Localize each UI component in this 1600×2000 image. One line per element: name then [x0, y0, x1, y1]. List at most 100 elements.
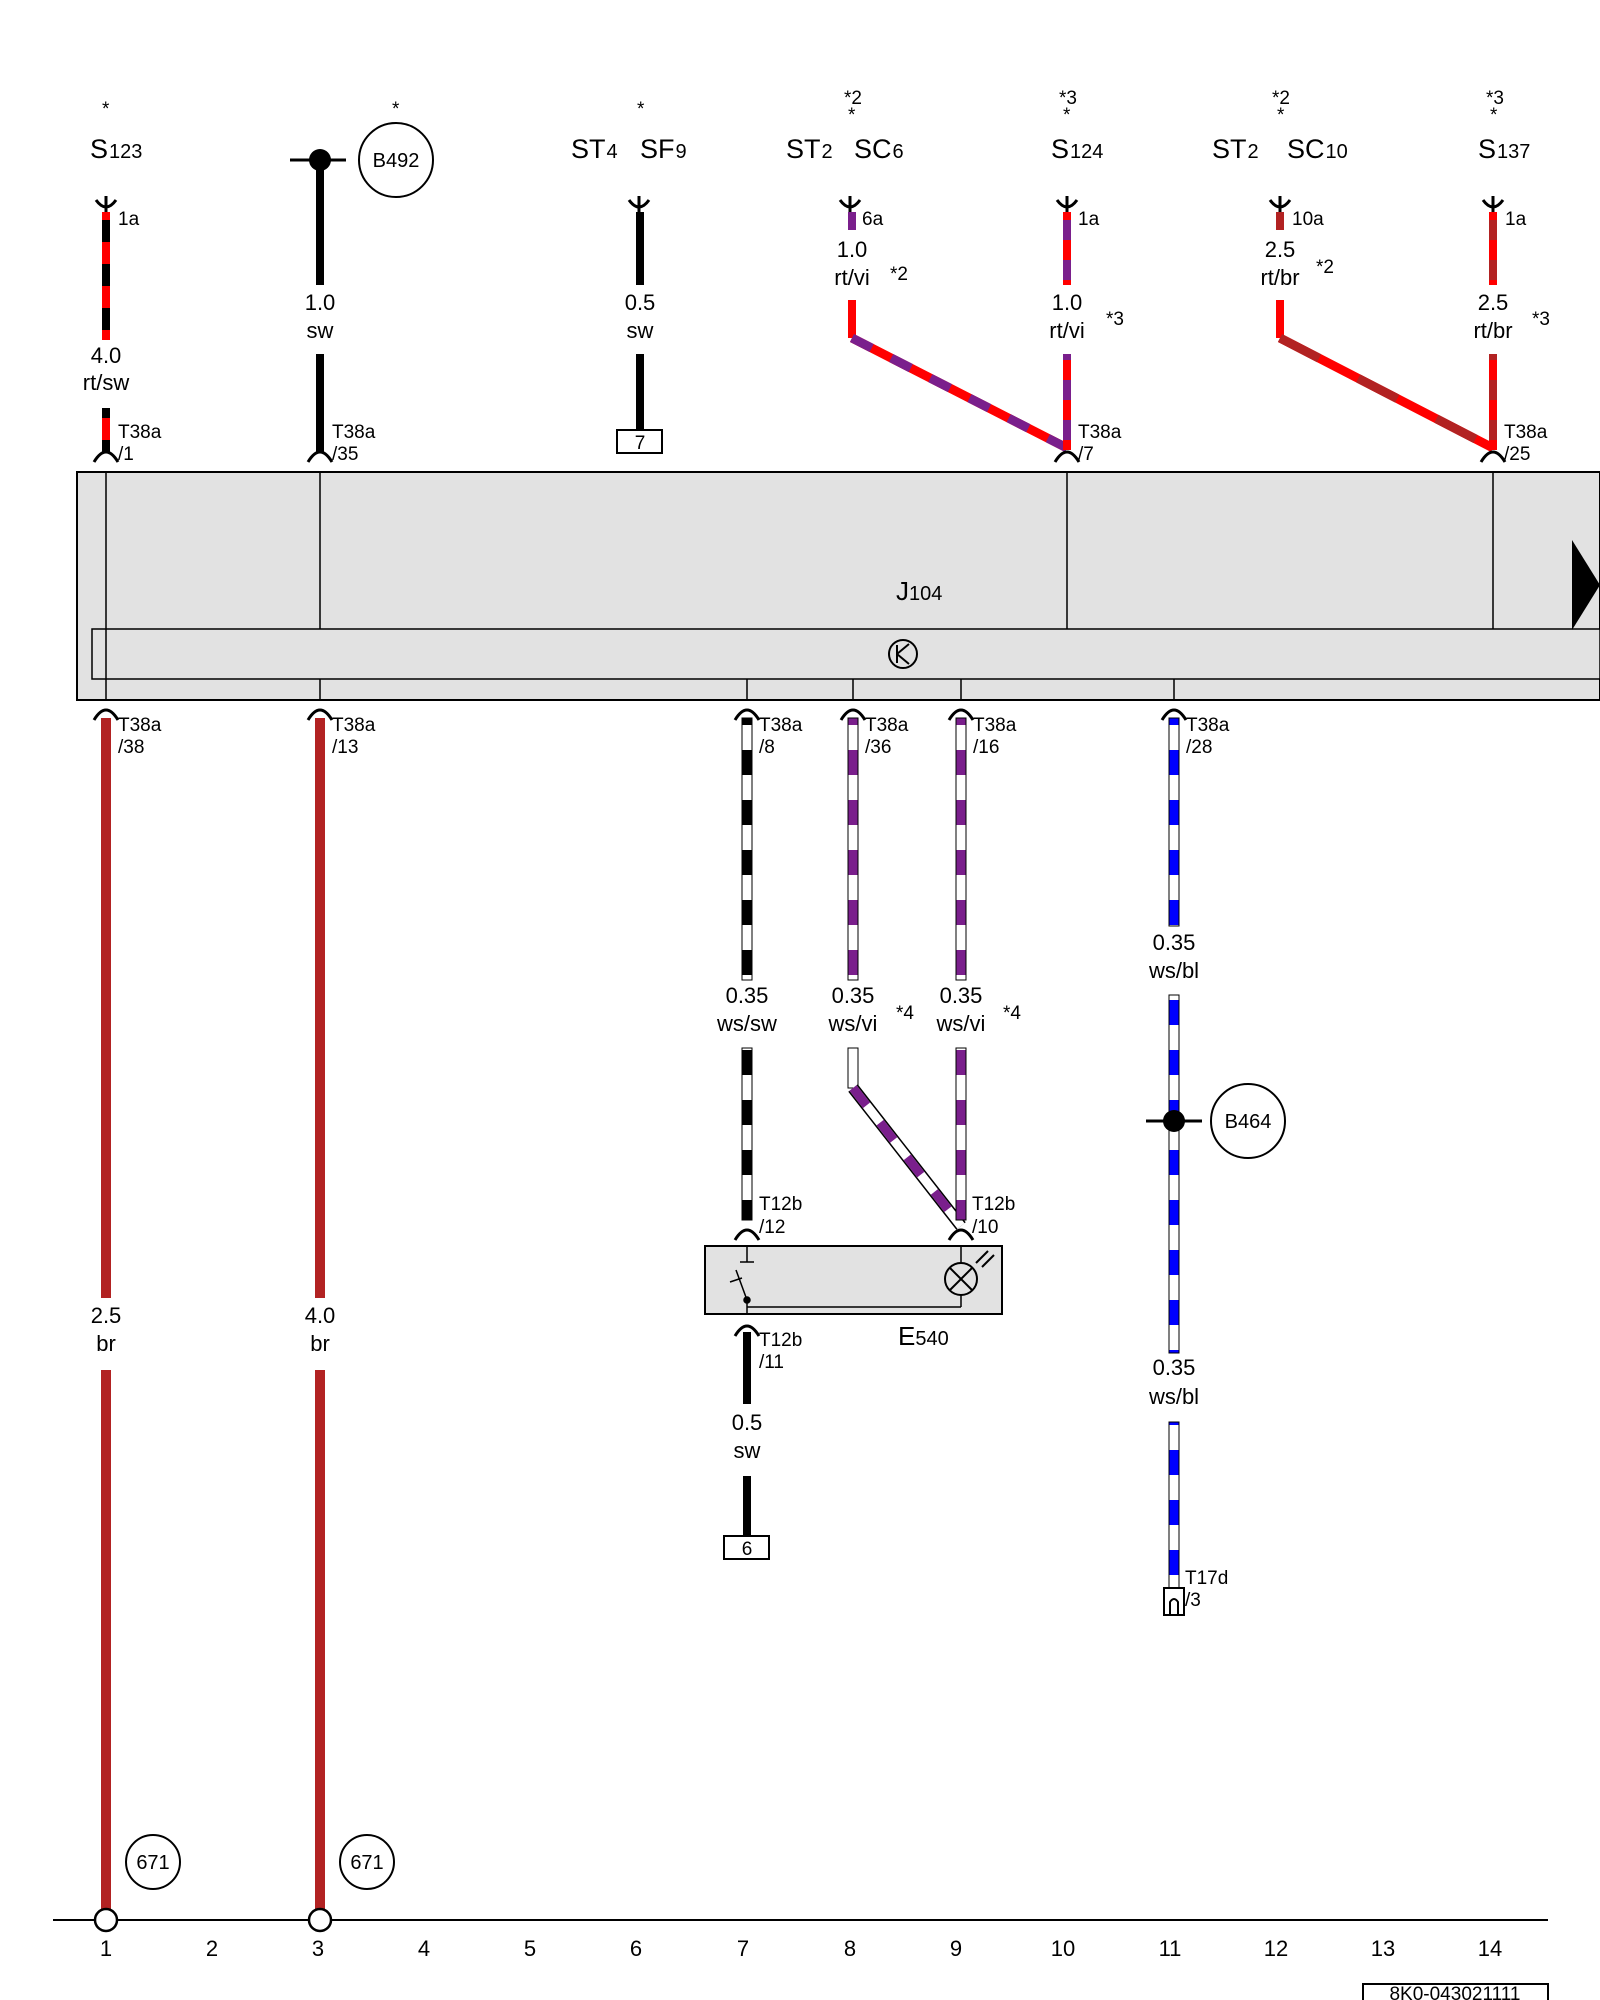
connector-t17d[interactable] [1163, 1587, 1185, 1616]
wire-br-1-size: 2.5 [91, 1303, 122, 1328]
svg-text:10a: 10a [1292, 209, 1324, 230]
svg-text:/8: /8 [759, 737, 775, 758]
terminal-symbols-top [94, 196, 1505, 214]
wire-br-1-lower [101, 1370, 111, 1920]
wire-rtvi-8-color: rt/vi [834, 265, 869, 290]
bubble-b464-label: B464 [1225, 1111, 1272, 1133]
svg-text:T38a: T38a [1186, 715, 1230, 736]
svg-text:*2: *2 [1272, 88, 1290, 109]
module-j104-label: J104 [896, 576, 942, 606]
svg-text:S124: S124 [1051, 134, 1103, 164]
ref-box-7[interactable] [616, 429, 663, 454]
wire-sw-3-lower [316, 354, 324, 452]
wire-wsbl-11-color-a: ws/bl [1148, 958, 1199, 983]
svg-text:1a: 1a [1505, 209, 1527, 230]
svg-text:T38a: T38a [332, 715, 376, 736]
bubble-b492[interactable] [358, 122, 434, 198]
bubble-b464[interactable] [1210, 1083, 1286, 1159]
ref-box-6[interactable] [723, 1535, 770, 1560]
switch-e540-internals [729, 1246, 962, 1314]
svg-text:T38a: T38a [332, 422, 376, 443]
ground-bubble-671-a[interactable] [125, 1834, 181, 1890]
svg-text:/25: /25 [1504, 444, 1530, 465]
wire-rtvi-8-note: *2 [890, 264, 908, 285]
fuse-st4-sf9-label: * ST4 SF9 [571, 99, 687, 164]
connector-t17d-pin-icon [1169, 1598, 1179, 1615]
wire-wssw-7-upper [741, 717, 753, 981]
svg-text:7: 7 [737, 1936, 749, 1961]
wire-rtbr-12-color: rt/br [1260, 265, 1299, 290]
svg-text:/7: /7 [1078, 444, 1094, 465]
svg-text:SF9: SF9 [640, 134, 687, 164]
wire-br-3-lower [315, 1370, 325, 1920]
svg-text:T38a: T38a [865, 715, 909, 736]
svg-text:*: * [392, 99, 400, 120]
bubble-b492-label: B492 [373, 150, 420, 172]
svg-text:12: 12 [1264, 1936, 1288, 1961]
svg-text:ST2: ST2 [1212, 134, 1259, 164]
connector-labels-t38a-bottom: T38a /38 T38a /13 T38a /8 T38a /36 T38a … [118, 715, 1230, 758]
wire-sw-6-color: sw [627, 318, 654, 343]
svg-text:5: 5 [524, 1936, 536, 1961]
svg-text:13: 13 [1371, 1936, 1395, 1961]
wire-sw-6-upper [636, 212, 644, 285]
svg-text:/38: /38 [118, 737, 144, 758]
wire-rtbr-14-note: *3 [1532, 309, 1550, 330]
wire-br-1-upper [101, 718, 111, 1298]
svg-text:T38a: T38a [973, 715, 1017, 736]
svg-text:4: 4 [418, 1936, 430, 1961]
svg-text:T38a: T38a [759, 715, 803, 736]
svg-text:/35: /35 [332, 444, 358, 465]
svg-text:T38a: T38a [118, 422, 162, 443]
svg-text:ST4: ST4 [571, 134, 618, 164]
wire-rtbr-12-diagonal-stripe [1277, 334, 1496, 452]
svg-text:*: * [102, 99, 110, 120]
ground-bubble-671-b-label: 671 [350, 1852, 383, 1874]
svg-text:/16: /16 [973, 737, 999, 758]
svg-text:T38a: T38a [1504, 422, 1548, 443]
wire-sw-6-lower [636, 354, 644, 430]
connector-labels-t12b: T12b /12 T12b /10 T12b /11 [759, 1194, 1015, 1373]
svg-text:/12: /12 [759, 1217, 785, 1238]
wire-rtbr-12-size: 2.5 [1265, 237, 1296, 262]
switch-e540[interactable] [704, 1245, 1003, 1315]
wire-wsvi-9-size: 0.35 [940, 983, 983, 1008]
ground-bubble-671-a-label: 671 [136, 1852, 169, 1874]
svg-text:*2: *2 [844, 88, 862, 109]
wire-wsbl-11-size-a: 0.35 [1153, 930, 1196, 955]
svg-text:/36: /36 [865, 737, 891, 758]
wire-rtbr-14-color: rt/br [1473, 318, 1512, 343]
svg-text:1: 1 [100, 1936, 112, 1961]
svg-text:S137: S137 [1478, 134, 1530, 164]
svg-text:*: * [1490, 105, 1498, 126]
fuse-st2-sc10-label: *2 * ST2 SC10 [1212, 88, 1348, 164]
wire-rtbr-12-upper [1276, 212, 1284, 230]
fuse-st2-sc6-label: *2 * ST2 SC6 [786, 88, 904, 164]
connector-symbols-t38a-bottom [92, 708, 1188, 721]
wire-wsvi-9-color: ws/vi [936, 1011, 986, 1036]
connector-symbols-t38a-top [92, 450, 1507, 463]
svg-text:T38a: T38a [1078, 422, 1122, 443]
wire-rtvi-8-size: 1.0 [837, 237, 868, 262]
wire-rtvi-8-stub [848, 300, 856, 338]
svg-text:11: 11 [1159, 1936, 1182, 1961]
wire-rtsw-upper [102, 212, 110, 340]
svg-text:/1: /1 [118, 444, 134, 465]
wire-rtbr-12-stub [1276, 300, 1284, 338]
svg-text:3: 3 [312, 1936, 324, 1961]
wire-br-1-color: br [96, 1331, 116, 1356]
svg-text:8: 8 [844, 1936, 856, 1961]
wire-wsbl-11-size-b: 0.35 [1153, 1355, 1196, 1380]
ground-node-1 [93, 1907, 119, 1933]
continue-arrow-icon[interactable] [1572, 540, 1600, 630]
wire-wsvi-8-color: ws/vi [828, 1011, 878, 1036]
svg-text:/13: /13 [332, 737, 358, 758]
ground-bubble-671-b[interactable] [339, 1834, 395, 1890]
wire-sw-7-lower [743, 1476, 751, 1538]
svg-text:6: 6 [630, 1936, 642, 1961]
wire-wsbl-11-middle [1168, 994, 1180, 1354]
lamp-icon [944, 1250, 995, 1296]
module-internal-lines [105, 472, 1494, 700]
wire-sw-3-color: sw [307, 318, 334, 343]
svg-text:ST2: ST2 [786, 134, 833, 164]
